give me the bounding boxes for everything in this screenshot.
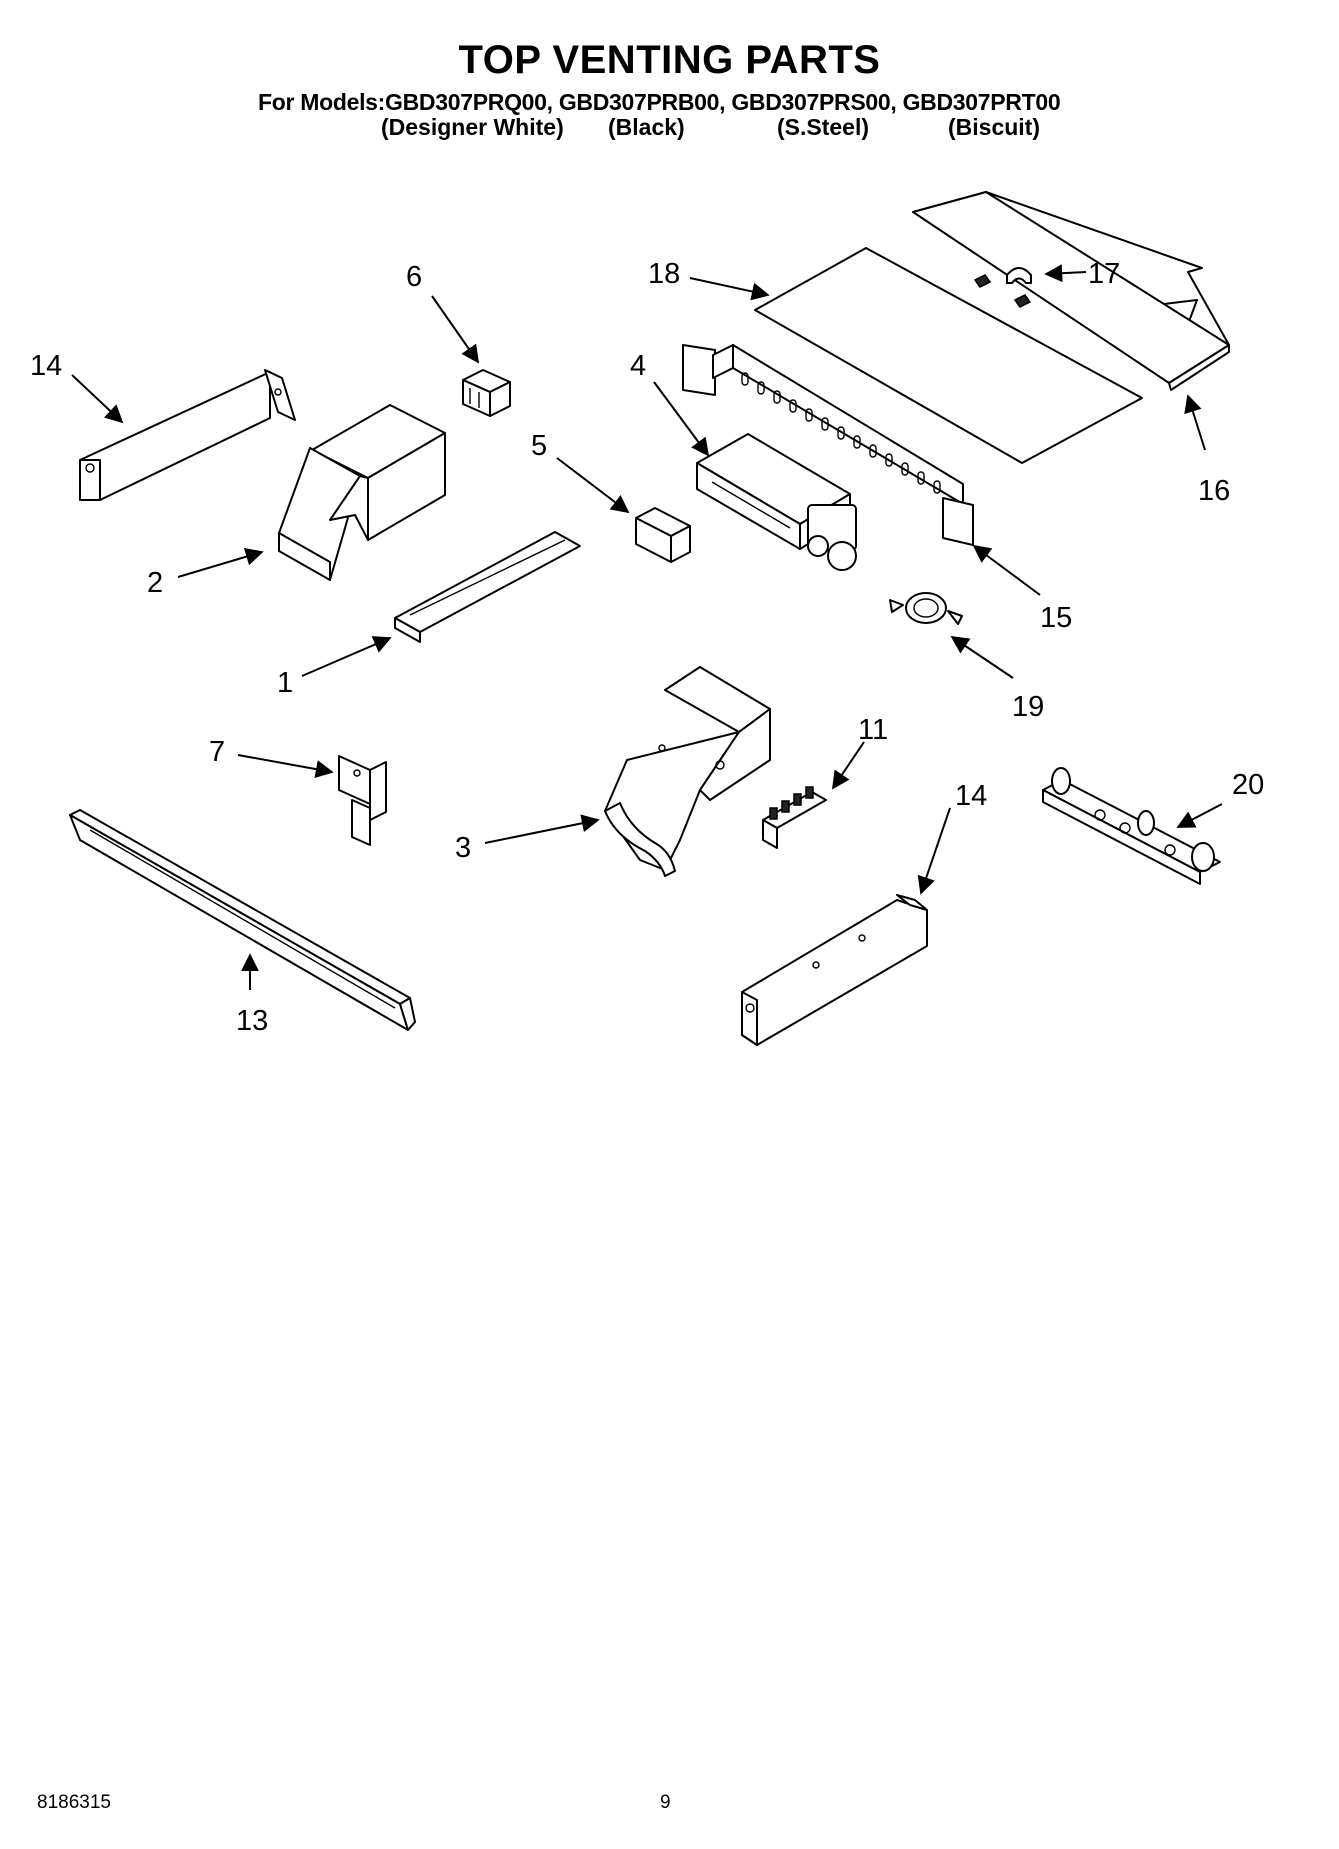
callout-11: 11	[858, 714, 888, 746]
callout-15: 15	[1040, 602, 1072, 634]
part-17-clip	[1006, 267, 1032, 284]
part-19-thermostat-disc	[889, 592, 963, 625]
page-title: TOP VENTING PARTS	[458, 38, 881, 82]
part-1-channel	[394, 531, 581, 643]
finish-biscuit: (Biscuit)	[948, 114, 1040, 140]
part-7-small-bracket	[338, 755, 387, 846]
callout-2: 2	[147, 567, 163, 599]
callout-14-left: 14	[30, 350, 62, 382]
part-20-hinge-bracket	[1042, 767, 1221, 885]
part-14-left-bracket	[79, 369, 296, 501]
callout-18: 18	[648, 258, 680, 290]
rail-holes	[741, 372, 941, 494]
callout-17: 17	[1088, 258, 1120, 290]
callout-7: 7	[209, 736, 225, 768]
part-11-terminal-strip	[762, 786, 827, 849]
part-16-top-panel	[912, 191, 1230, 391]
part-3-u-duct	[604, 666, 771, 877]
finish-stainless-steel: (S.Steel)	[777, 114, 870, 140]
callout-6: 6	[406, 261, 422, 293]
callout-4: 4	[630, 350, 646, 382]
part-2-air-duct	[278, 404, 446, 581]
part-18-vent-plate	[754, 247, 1143, 464]
callout-20: 20	[1232, 769, 1264, 801]
part-15-perforated-rail	[682, 344, 974, 546]
callout-16: 16	[1198, 475, 1230, 507]
finish-black: (Black)	[608, 114, 685, 140]
part-4-blower-assembly	[696, 433, 857, 571]
leader-lines	[71, 264, 1223, 990]
callout-5: 5	[531, 430, 547, 462]
finish-designer-white: (Designer White)	[381, 114, 564, 140]
part-14-right-bracket	[741, 894, 928, 1046]
part-5-insulator-block	[635, 507, 691, 563]
callout-1: 1	[277, 667, 293, 699]
callout-14-right: 14	[955, 780, 987, 812]
callout-3: 3	[455, 832, 471, 864]
part-6-terminal-block	[462, 369, 511, 417]
callout-13: 13	[236, 1005, 268, 1037]
document-number: 8186315	[37, 1792, 111, 1813]
callout-19: 19	[1012, 691, 1044, 723]
part-13-long-rail	[69, 809, 416, 1031]
callout-labels: 14 6 18 17 16 4 5 15 2 1 19 7 11 14 20 3…	[30, 258, 1264, 1037]
models-line: For Models:GBD307PRQ00, GBD307PRB00, GBD…	[258, 89, 1061, 115]
page-number: 9	[660, 1792, 671, 1813]
